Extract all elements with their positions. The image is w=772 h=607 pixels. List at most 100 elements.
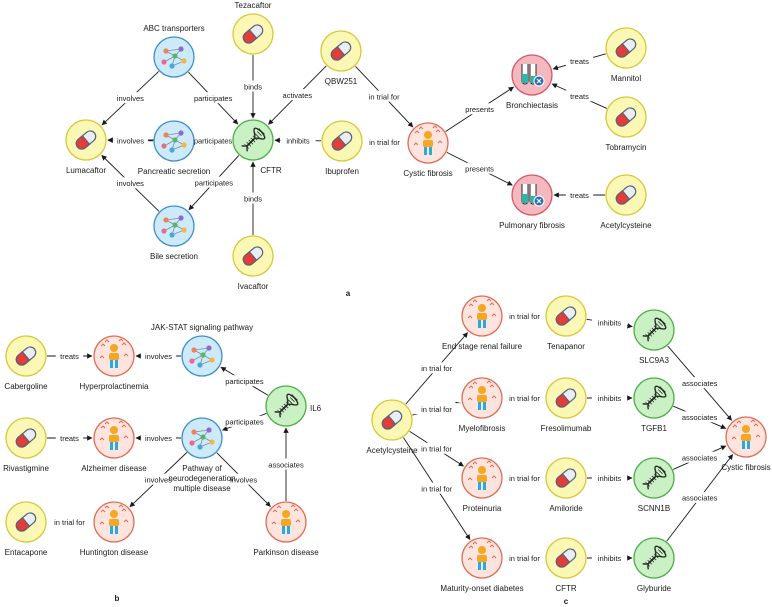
node-tenapanor[interactable]: Tenapanor <box>545 295 587 351</box>
edge-label: in trial for <box>369 92 400 101</box>
node-cftr-c[interactable]: CFTR <box>545 537 587 593</box>
edge-label: inhibits <box>598 319 622 328</box>
graph-edge: inhibits <box>587 472 633 483</box>
node-acetyl-a[interactable]: Acetylcysteine <box>600 174 652 230</box>
graph-edge: associates <box>666 454 734 542</box>
node-mody[interactable]: Maturity-onset diabetes <box>440 537 524 593</box>
edge-label: associates <box>682 413 718 422</box>
person-icon <box>467 540 497 570</box>
graph-edge: in trial for <box>403 437 471 541</box>
node-bile[interactable]: Bile secretion <box>150 205 198 261</box>
node-label: JAK-STAT signaling pathway <box>151 323 253 332</box>
node-label: Bile secretion <box>150 252 198 261</box>
graph-edge: treats <box>552 53 606 71</box>
node-parkinson[interactable]: Parkinson disease <box>253 501 319 557</box>
edge-label: involves <box>145 434 172 443</box>
graph-edge: associates <box>672 445 727 470</box>
node-proteinuria[interactable]: Proteinuria <box>461 457 503 513</box>
capsule-icon <box>15 428 37 448</box>
graph-edge: involves <box>129 452 188 508</box>
graph-edge: associates <box>667 345 733 421</box>
edge-label: involves <box>117 136 144 145</box>
edge-label: associates <box>682 454 718 463</box>
edge-label: treats <box>570 191 589 200</box>
node-scnn1b[interactable]: SCNN1B <box>633 457 675 513</box>
capsule-icon <box>381 410 403 430</box>
graph-edge: participates <box>219 366 270 396</box>
edge-label: participates <box>195 178 234 187</box>
node-label: Lumacaftor <box>66 166 106 175</box>
node-label: Pancreatic secretion <box>138 167 210 176</box>
node-tobramycin[interactable]: Tobramycin <box>605 96 647 152</box>
graph-edge: associates <box>264 427 308 501</box>
node-label: Maturity-onset diabetes <box>440 584 523 593</box>
capsule-icon <box>555 468 577 488</box>
node-jakstat[interactable]: JAK-STAT signaling pathway <box>151 323 253 377</box>
network-icon <box>161 215 187 238</box>
node-label: Ivacaftor <box>238 282 269 291</box>
node-cabergoline[interactable]: Cabergoline <box>4 335 48 391</box>
edge-label: in trial for <box>509 474 540 483</box>
edge-label: associates <box>682 494 718 503</box>
edge-label: involves <box>230 475 257 484</box>
network-icon <box>161 46 187 69</box>
node-fresolimumab[interactable]: Fresolimumab <box>541 377 592 433</box>
graph-edge: participates <box>219 413 270 431</box>
node-rivastigmine[interactable]: Rivastigmine <box>3 417 49 473</box>
dna-icon <box>642 385 667 410</box>
capsule-icon <box>615 38 637 58</box>
node-alzheimer[interactable]: Alzheimer disease <box>81 417 147 473</box>
node-cf-a[interactable]: Cystic fibrosis <box>403 122 453 178</box>
edge-label: in trial for <box>421 405 452 414</box>
node-ibuprofen[interactable]: Ibuprofen <box>321 120 363 176</box>
node-esrf[interactable]: End stage renal failure <box>442 295 523 351</box>
node-label: Tobramycin <box>606 143 647 152</box>
node-label: CFTR <box>555 584 577 593</box>
node-hyperprol[interactable]: Hyperprolactinemia <box>80 335 149 391</box>
network-icon <box>161 130 187 153</box>
node-tezacaftor[interactable]: Tezacaftor <box>232 1 274 55</box>
node-cf-c[interactable]: Cystic fibrosis <box>721 416 771 472</box>
edge-label: participates <box>225 418 264 427</box>
node-slc9a3[interactable]: SLC9A3 <box>633 309 675 365</box>
node-bronchiectasis[interactable]: Bronchiectasis <box>506 54 558 110</box>
node-ivacaftor[interactable]: Ivacaftor <box>232 235 274 291</box>
graph-edge: in trial for <box>499 310 550 321</box>
person-icon <box>731 419 761 449</box>
node-amiloride[interactable]: Amiloride <box>545 457 587 513</box>
node-acetyl-c[interactable]: Acetylcysteine <box>366 399 418 455</box>
node-entacapone[interactable]: Entacapone <box>5 501 48 557</box>
graph-edge: in trial for <box>44 516 95 527</box>
test-tubes-icon <box>521 64 545 87</box>
edge-label: treats <box>570 57 589 66</box>
node-pulmfib[interactable]: Pulmonary fibrosis <box>499 174 565 230</box>
node-label: Parkinson disease <box>253 548 319 557</box>
node-huntington[interactable]: Huntington disease <box>80 501 149 557</box>
graph-edge: presents <box>445 86 515 132</box>
node-myelofib[interactable]: Myelofibrosis <box>459 377 506 433</box>
panel-label-a: a <box>346 289 351 298</box>
node-label: Myelofibrosis <box>459 424 506 433</box>
graph-edge: binds <box>241 161 265 235</box>
node-lumacaftor[interactable]: Lumacaftor <box>65 119 107 175</box>
edge-label: involves <box>117 179 144 188</box>
node-mannitol[interactable]: Mannitol <box>605 27 647 83</box>
edge-label: binds <box>244 194 262 203</box>
edge-label: inhibits <box>286 136 310 145</box>
node-abc[interactable]: ABC transporters <box>143 24 205 78</box>
node-qbw251[interactable]: QBW251 <box>320 30 362 86</box>
node-label: Acetylcysteine <box>600 221 652 230</box>
graph-edge: involves <box>101 154 160 212</box>
node-label: Cabergoline <box>4 382 48 391</box>
graph-edge: in trial for <box>411 401 462 416</box>
node-pancreatic[interactable]: Pancreatic secretion <box>138 120 210 176</box>
node-tgfb1[interactable]: TGFB1 <box>633 377 675 433</box>
node-il6[interactable]: IL6 <box>265 385 322 427</box>
node-cftr-a[interactable]: CFTR <box>232 119 282 175</box>
node-glyburide[interactable]: Glyburide <box>633 537 675 593</box>
graph-edge: involves <box>101 71 160 126</box>
edge-label: in trial for <box>509 554 540 563</box>
